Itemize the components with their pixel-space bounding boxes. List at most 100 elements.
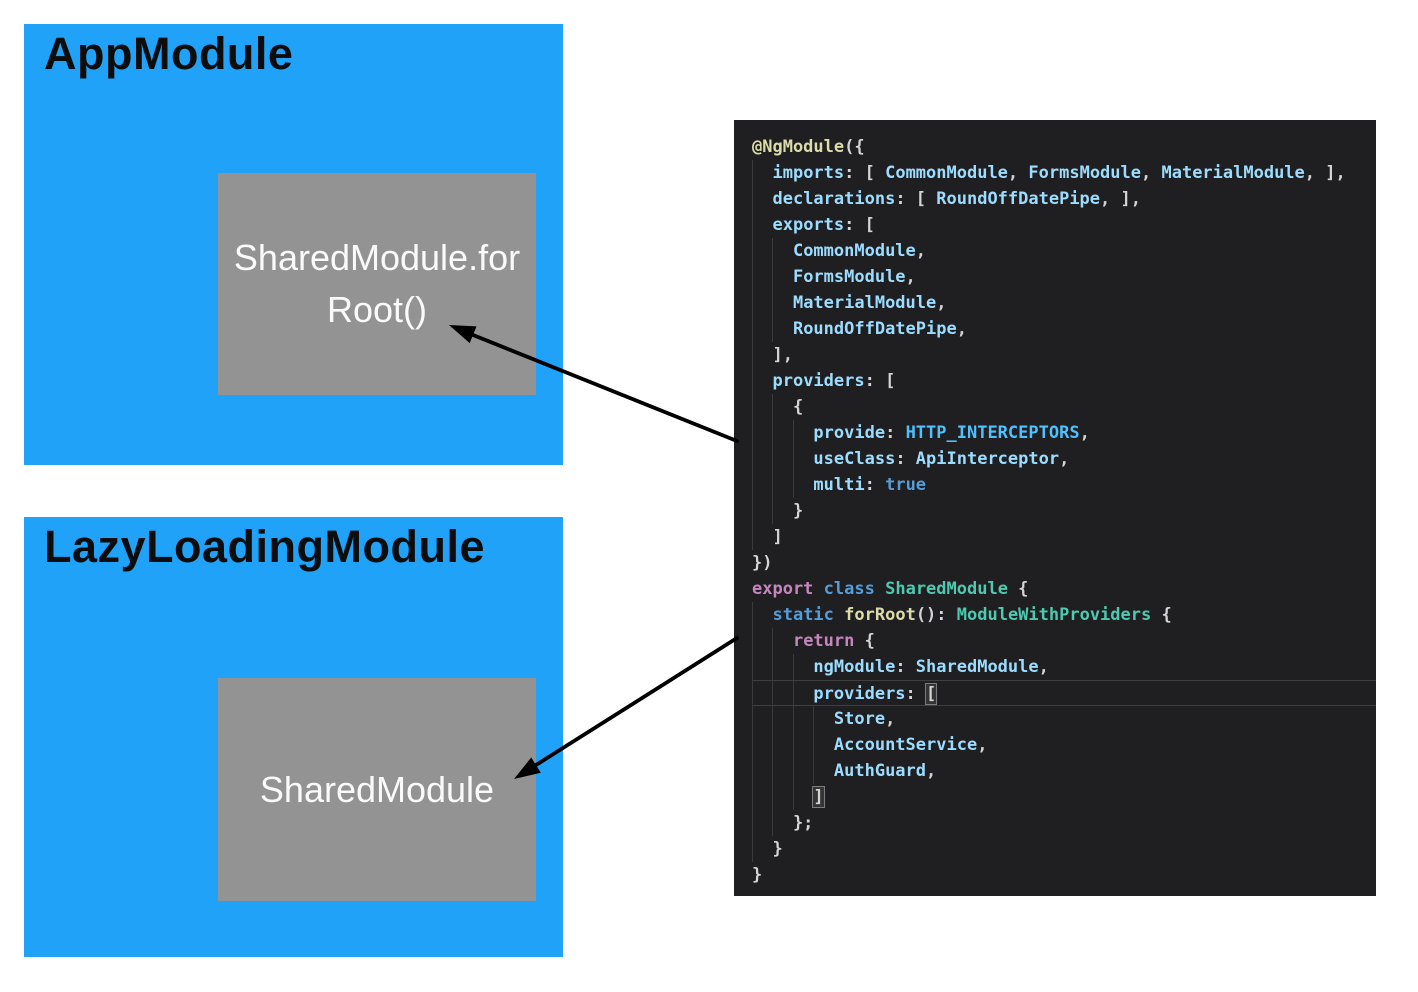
code-token: [752, 657, 813, 677]
code-token: HTTP_INTERCEPTORS: [905, 423, 1080, 443]
indent-guide: [772, 290, 774, 316]
code-token: exports: [772, 215, 845, 235]
indent-guide: [792, 420, 794, 446]
indent-guide: [792, 654, 794, 680]
code-line: };: [752, 810, 1376, 836]
code-lines: @NgModule({ imports: [ CommonModule, For…: [752, 134, 1376, 888]
code-token: }): [752, 553, 773, 573]
code-token: declarations: [772, 189, 896, 209]
code-token: ({: [844, 137, 865, 157]
indent-guide: [772, 732, 774, 758]
code-line: providers: [: [752, 680, 1376, 707]
code-line: }: [752, 498, 1376, 524]
code-token: }: [752, 865, 763, 885]
code-token: Store: [833, 709, 886, 729]
code-token: providers: [772, 371, 865, 391]
indent-guide: [772, 394, 774, 420]
code-line: MaterialModule,: [752, 290, 1376, 316]
code-token: ,: [926, 761, 937, 781]
indent-guide: [752, 602, 753, 628]
indent-guide: [813, 706, 815, 732]
code-token: MaterialModule: [792, 293, 937, 313]
indent-guide: [752, 186, 753, 212]
code-line: exports: [: [752, 212, 1376, 238]
code-token: forRoot: [844, 605, 916, 625]
code-line: @NgModule({: [752, 134, 1376, 160]
indent-guide: [792, 706, 794, 732]
code-token: return: [792, 631, 855, 651]
indent-guide: [752, 264, 753, 290]
code-token: MaterialModule: [1161, 163, 1305, 183]
bracket-match-token: [: [925, 683, 938, 705]
code-token: AuthGuard: [833, 761, 927, 781]
code-token: ():: [915, 605, 957, 625]
code-token: ,: [1141, 163, 1162, 183]
indent-guide: [752, 394, 753, 420]
lazy-loading-module-title: LazyLoadingModule: [44, 521, 485, 572]
code-line: useClass: ApiInterceptor,: [752, 446, 1376, 472]
code-token: SharedModule: [885, 579, 1008, 599]
code-token: AccountService: [833, 735, 978, 755]
indent-guide: [792, 758, 794, 784]
indent-guide: [752, 238, 753, 264]
code-token: {: [752, 397, 804, 417]
indent-guide: [792, 446, 794, 472]
code-line: }): [752, 550, 1376, 576]
code-token: ,: [905, 267, 916, 287]
app-module-box: AppModule SharedModule.for Root(): [24, 24, 563, 465]
indent-guide: [752, 836, 753, 862]
indent-guide: [752, 212, 753, 238]
code-token: {: [1007, 579, 1029, 599]
forroot-label-line2: Root(): [326, 289, 428, 330]
code-token: CommonModule: [792, 241, 916, 261]
code-token: }: [752, 501, 804, 521]
code-token: ,: [1079, 423, 1090, 443]
code-token: FormsModule: [792, 267, 906, 287]
code-token: {: [1151, 605, 1172, 625]
indent-guide: [772, 628, 774, 654]
code-token: ]: [752, 527, 783, 547]
indent-guide: [772, 681, 774, 707]
code-token: true: [885, 475, 927, 495]
indent-guide: [792, 732, 794, 758]
indent-guide: [772, 654, 774, 680]
code-token: export: [752, 579, 814, 599]
code-token: ,: [1038, 657, 1049, 677]
code-token: : [: [844, 163, 886, 183]
indent-guide: [792, 681, 794, 707]
code-token: ,: [1007, 163, 1029, 183]
code-token: [875, 579, 885, 599]
code-line: declarations: [ RoundOffDatePipe, ],: [752, 186, 1376, 212]
indent-guide: [772, 784, 774, 810]
code-token: ModuleWithProviders: [956, 605, 1152, 625]
code-line: FormsModule,: [752, 264, 1376, 290]
code-token: ,: [956, 319, 967, 339]
code-token: ],: [752, 345, 793, 365]
code-token: [752, 449, 813, 469]
code-token: :: [864, 475, 886, 495]
code-token: :: [885, 423, 906, 443]
bracket-match-token: ]: [812, 786, 825, 808]
code-line: ngModule: SharedModule,: [752, 654, 1376, 680]
code-token: , ],: [1100, 189, 1141, 209]
code-token: [752, 371, 772, 391]
code-line: {: [752, 394, 1376, 420]
code-line: provide: HTTP_INTERCEPTORS,: [752, 420, 1376, 446]
indent-guide: [752, 472, 753, 498]
indent-guide: [792, 784, 794, 810]
indent-guide: [752, 446, 753, 472]
code-token: CommonModule: [885, 163, 1008, 183]
code-token: ],: [1325, 163, 1346, 183]
code-token: ,: [936, 293, 947, 313]
code-line: AccountService,: [752, 732, 1376, 758]
code-line: }: [752, 836, 1376, 862]
shared-module-forroot-box: SharedModule.for Root(): [218, 173, 536, 395]
code-token: useClass: [813, 449, 896, 469]
code-token: :: [895, 657, 916, 677]
code-line: providers: [: [752, 368, 1376, 394]
code-token: class: [823, 579, 875, 599]
code-token: [752, 423, 813, 443]
indent-guide: [752, 316, 753, 342]
code-token: multi: [813, 475, 865, 495]
indent-guide: [813, 732, 815, 758]
